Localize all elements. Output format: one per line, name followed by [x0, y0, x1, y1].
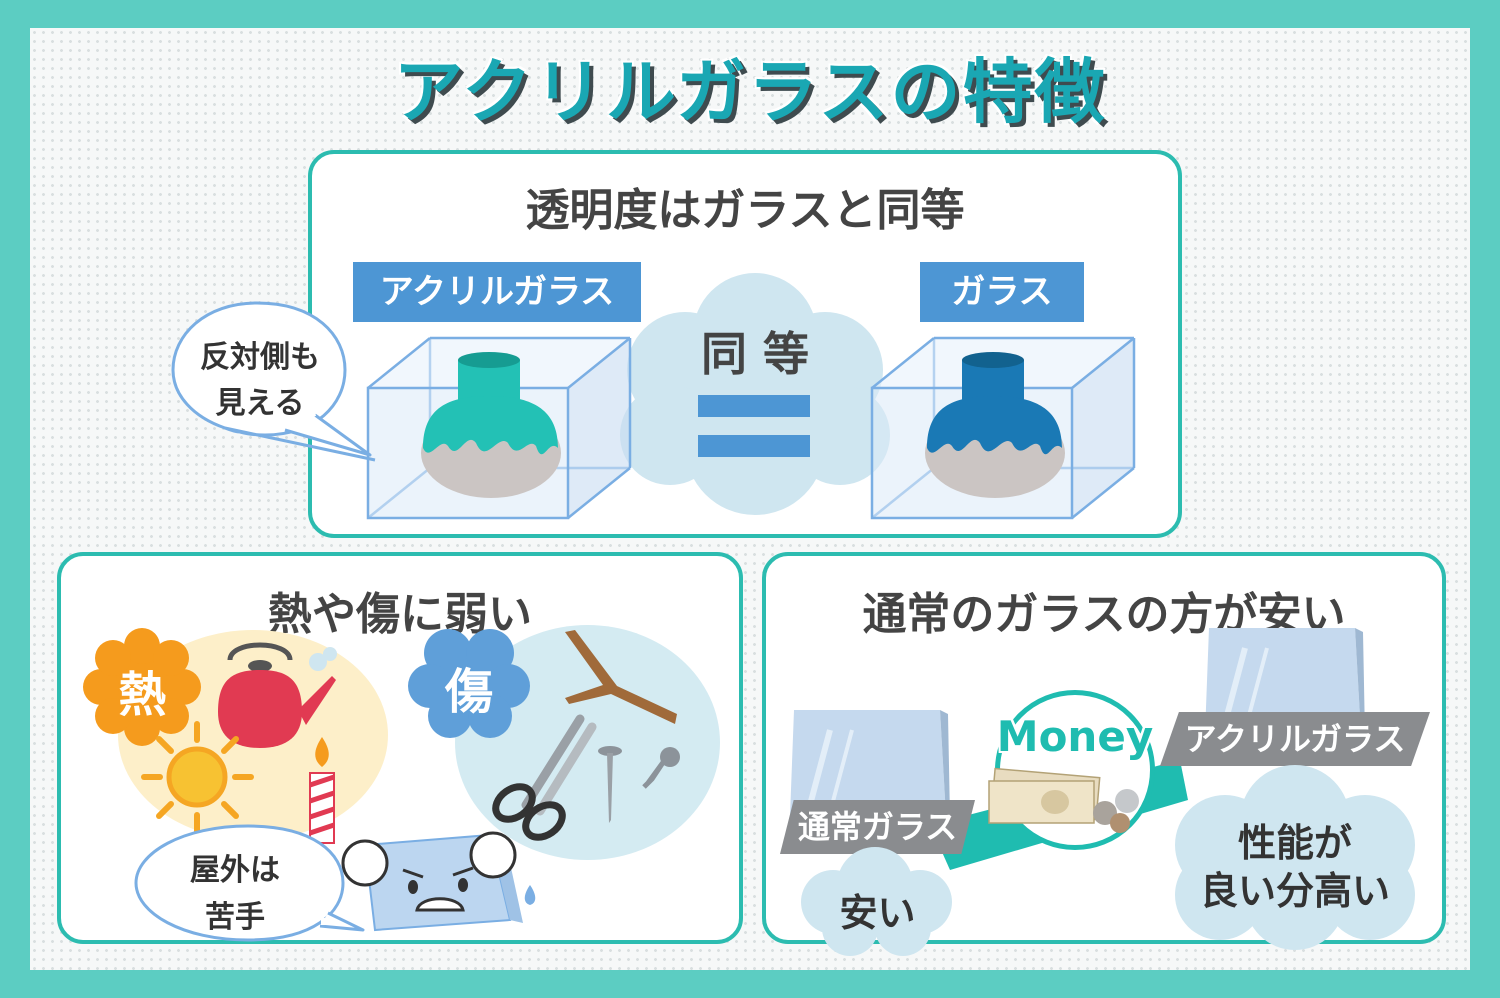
- kettle-icon: [218, 642, 337, 748]
- acrylic-glass-price-label: アクリルガラス: [1160, 712, 1430, 766]
- screw-icon: [642, 747, 680, 789]
- cheap-text: 安い: [839, 891, 916, 935]
- expensive-text-line1: 性能が: [1237, 821, 1352, 865]
- heat-badge: [83, 628, 201, 746]
- see-through-speech-bubble: [171, 301, 376, 462]
- normal-glass-label: 通常ガラス: [780, 800, 975, 854]
- bubble-text-line1: 反対側も: [200, 340, 320, 375]
- cheap-cloud: [801, 847, 952, 956]
- heat-badge-text: 熱: [118, 667, 167, 723]
- worried-block-character: [334, 831, 536, 932]
- acrylic-glass-pane: [1205, 628, 1365, 736]
- cash-icon: [988, 767, 1139, 833]
- equal-text: 同 等: [700, 327, 809, 381]
- equal-cloud: [620, 273, 890, 515]
- scratch-badge: [408, 629, 530, 738]
- outdoor-bubble-line1: 屋外は: [190, 853, 280, 888]
- candle-icon: [309, 737, 335, 844]
- outdoor-speech-bubble: [134, 824, 365, 942]
- expensive-text-line2: 良い分高い: [1199, 869, 1390, 913]
- glass-label: ガラス: [920, 262, 1084, 322]
- page-title: アクリルガラスの特徴: [393, 51, 1107, 133]
- transparency-panel-title: 透明度はガラスと同等: [525, 185, 965, 236]
- scissors-icon: [492, 714, 597, 841]
- branch-icon: [565, 630, 677, 724]
- glass-box-with-vase: [870, 336, 1136, 520]
- bubble-text-line2: 見える: [215, 386, 305, 421]
- sun-icon: [141, 721, 254, 834]
- acrylic-glass-label: アクリルガラス: [353, 262, 641, 322]
- expensive-cloud: [1175, 765, 1415, 950]
- money-label: Money: [996, 712, 1154, 761]
- normal-glass-pane: [790, 710, 950, 818]
- acrylic-box-with-vase: [366, 336, 632, 520]
- scratch-badge-text: 傷: [444, 664, 493, 720]
- outdoor-bubble-line2: 苦手: [205, 900, 265, 935]
- nail-icon: [598, 746, 622, 823]
